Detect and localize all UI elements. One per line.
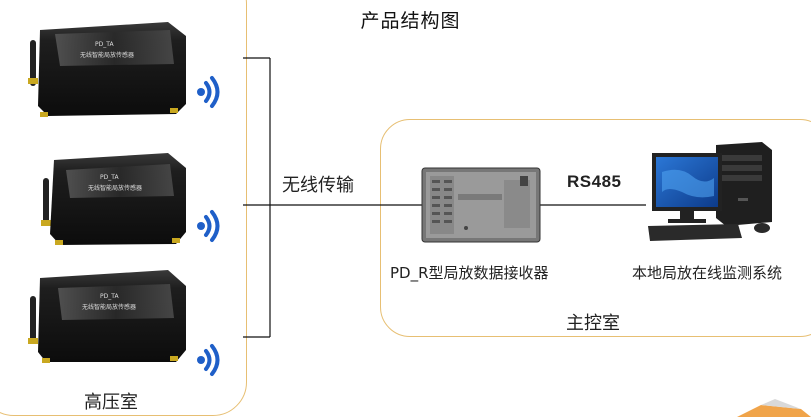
wifi-signal-icon-2: [197, 210, 220, 242]
antenna: [30, 296, 36, 342]
sensor-device-3: [28, 270, 186, 363]
wifi-signal-icon-1: [197, 76, 220, 108]
sensor-2-label: 无线智能局放传感器: [88, 184, 142, 192]
antenna: [43, 178, 49, 224]
sensor-device-2: [41, 153, 186, 245]
high-voltage-room-label: 高压室: [84, 392, 138, 413]
sensor-1-model: PD_TA: [95, 41, 114, 48]
antenna: [30, 40, 36, 86]
main-control-room-label: 主控室: [566, 313, 620, 334]
rs485-label: RS485: [567, 172, 622, 191]
high-voltage-room-box: [0, 0, 247, 416]
sensor-2-model: PD_TA: [100, 174, 119, 181]
sensor-1-label: 无线智能局放传感器: [80, 51, 134, 59]
wifi-signal-icon-3: [197, 344, 220, 376]
corner-decoration: [737, 399, 811, 417]
diagram-title: 产品结构图: [360, 10, 461, 32]
wireless-transmission-label: 无线传输: [282, 175, 354, 196]
monitoring-system-label: 本地局放在线监测系统: [632, 264, 783, 282]
sensor-3-label: 无线智能局放传感器: [82, 303, 136, 311]
main-control-room-box: [380, 119, 811, 337]
sensor-device-1: [28, 22, 186, 117]
sensor-3-model: PD_TA: [100, 293, 119, 300]
receiver-label: PD_R型局放数据接收器: [390, 264, 549, 282]
